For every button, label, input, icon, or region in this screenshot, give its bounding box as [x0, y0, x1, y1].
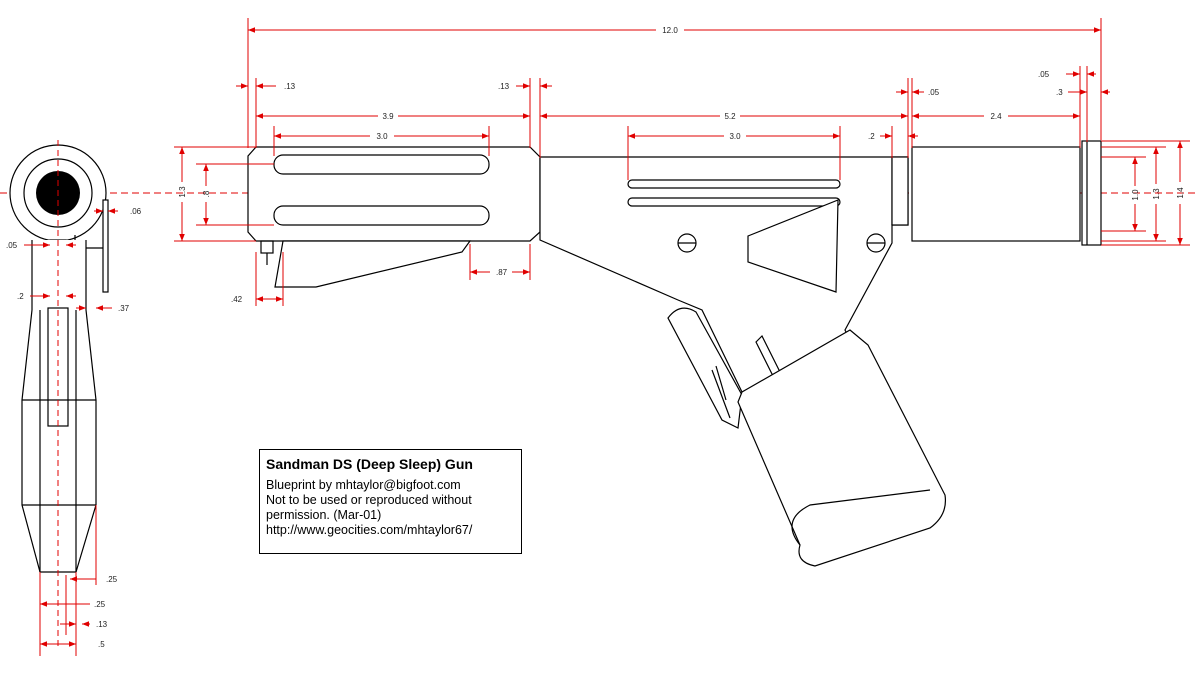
dim-base-total: .5 — [98, 640, 105, 649]
trigger-pin — [260, 240, 274, 254]
trigger — [667, 307, 743, 429]
dim-base-small: .13 — [96, 620, 108, 629]
dim-base-width: .25 — [106, 575, 118, 584]
mid-slot-bottom — [627, 197, 841, 207]
rear-slot-bottom — [273, 205, 490, 226]
dim-rear-height: 1.3 — [178, 186, 187, 198]
dim-guard-length: .87 — [496, 268, 508, 277]
credit-line: Not to be used or reproduced without — [266, 493, 472, 507]
dim-ring-gap: .05 — [928, 88, 940, 97]
mid-slot-top — [627, 179, 841, 189]
dim-muzzle-ring: .3 — [1056, 88, 1063, 97]
end-sight — [102, 199, 109, 293]
grip — [737, 329, 947, 567]
muzzle-ring — [1081, 140, 1102, 246]
dim-grip-offset: .37 — [118, 304, 130, 313]
sight-wedge — [747, 199, 839, 293]
dim-pin-offset: .05 — [6, 241, 18, 250]
dim-barrel-dia: 1.0 — [1131, 189, 1140, 201]
dim-muzzle-gap: .05 — [1038, 70, 1050, 79]
credit-line: Blueprint by mhtaylor@bigfoot.com — [266, 478, 461, 492]
dimensions-side — [174, 18, 1190, 306]
dim-mid-ring: .2 — [868, 132, 875, 141]
dim-trigger-offset: .42 — [231, 295, 243, 304]
dim-rear-body: 3.9 — [382, 112, 394, 121]
dim-front-cap: .13 — [498, 82, 510, 91]
dim-muzzle-outer: 1.4 — [1176, 187, 1185, 199]
dim-rear-slot: 3.0 — [376, 132, 388, 141]
dim-muzzle-inner: 1.3 — [1152, 188, 1161, 200]
credit-line: permission. (Mar-01) — [266, 508, 382, 522]
dim-mid-slot: 3.0 — [729, 132, 741, 141]
barrel — [911, 146, 1081, 242]
lower-wedge — [274, 240, 472, 288]
dim-rear-slot-height: .8 — [202, 190, 211, 197]
end-view — [9, 140, 109, 650]
dim-pin-width: .2 — [17, 292, 24, 301]
rear-body — [247, 146, 541, 242]
barrel-ring — [891, 156, 909, 226]
dim-overall-length: 12.0 — [662, 26, 678, 35]
dim-sight-offset: .06 — [130, 207, 142, 216]
end-grip — [21, 240, 97, 573]
dim-barrel: 2.4 — [990, 112, 1002, 121]
dim-mid-body: 5.2 — [724, 112, 736, 121]
dim-base-inner: .25 — [94, 600, 106, 609]
title-block: Sandman DS (Deep Sleep) Gun Blueprint by… — [259, 449, 522, 554]
dim-rear-cap: .13 — [284, 82, 296, 91]
side-view — [247, 140, 1102, 567]
credit-line: http://www.geocities.com/mhtaylor67/ — [266, 523, 473, 537]
dimensions-end — [24, 208, 118, 656]
drawing-title: Sandman DS (Deep Sleep) Gun — [266, 456, 473, 472]
